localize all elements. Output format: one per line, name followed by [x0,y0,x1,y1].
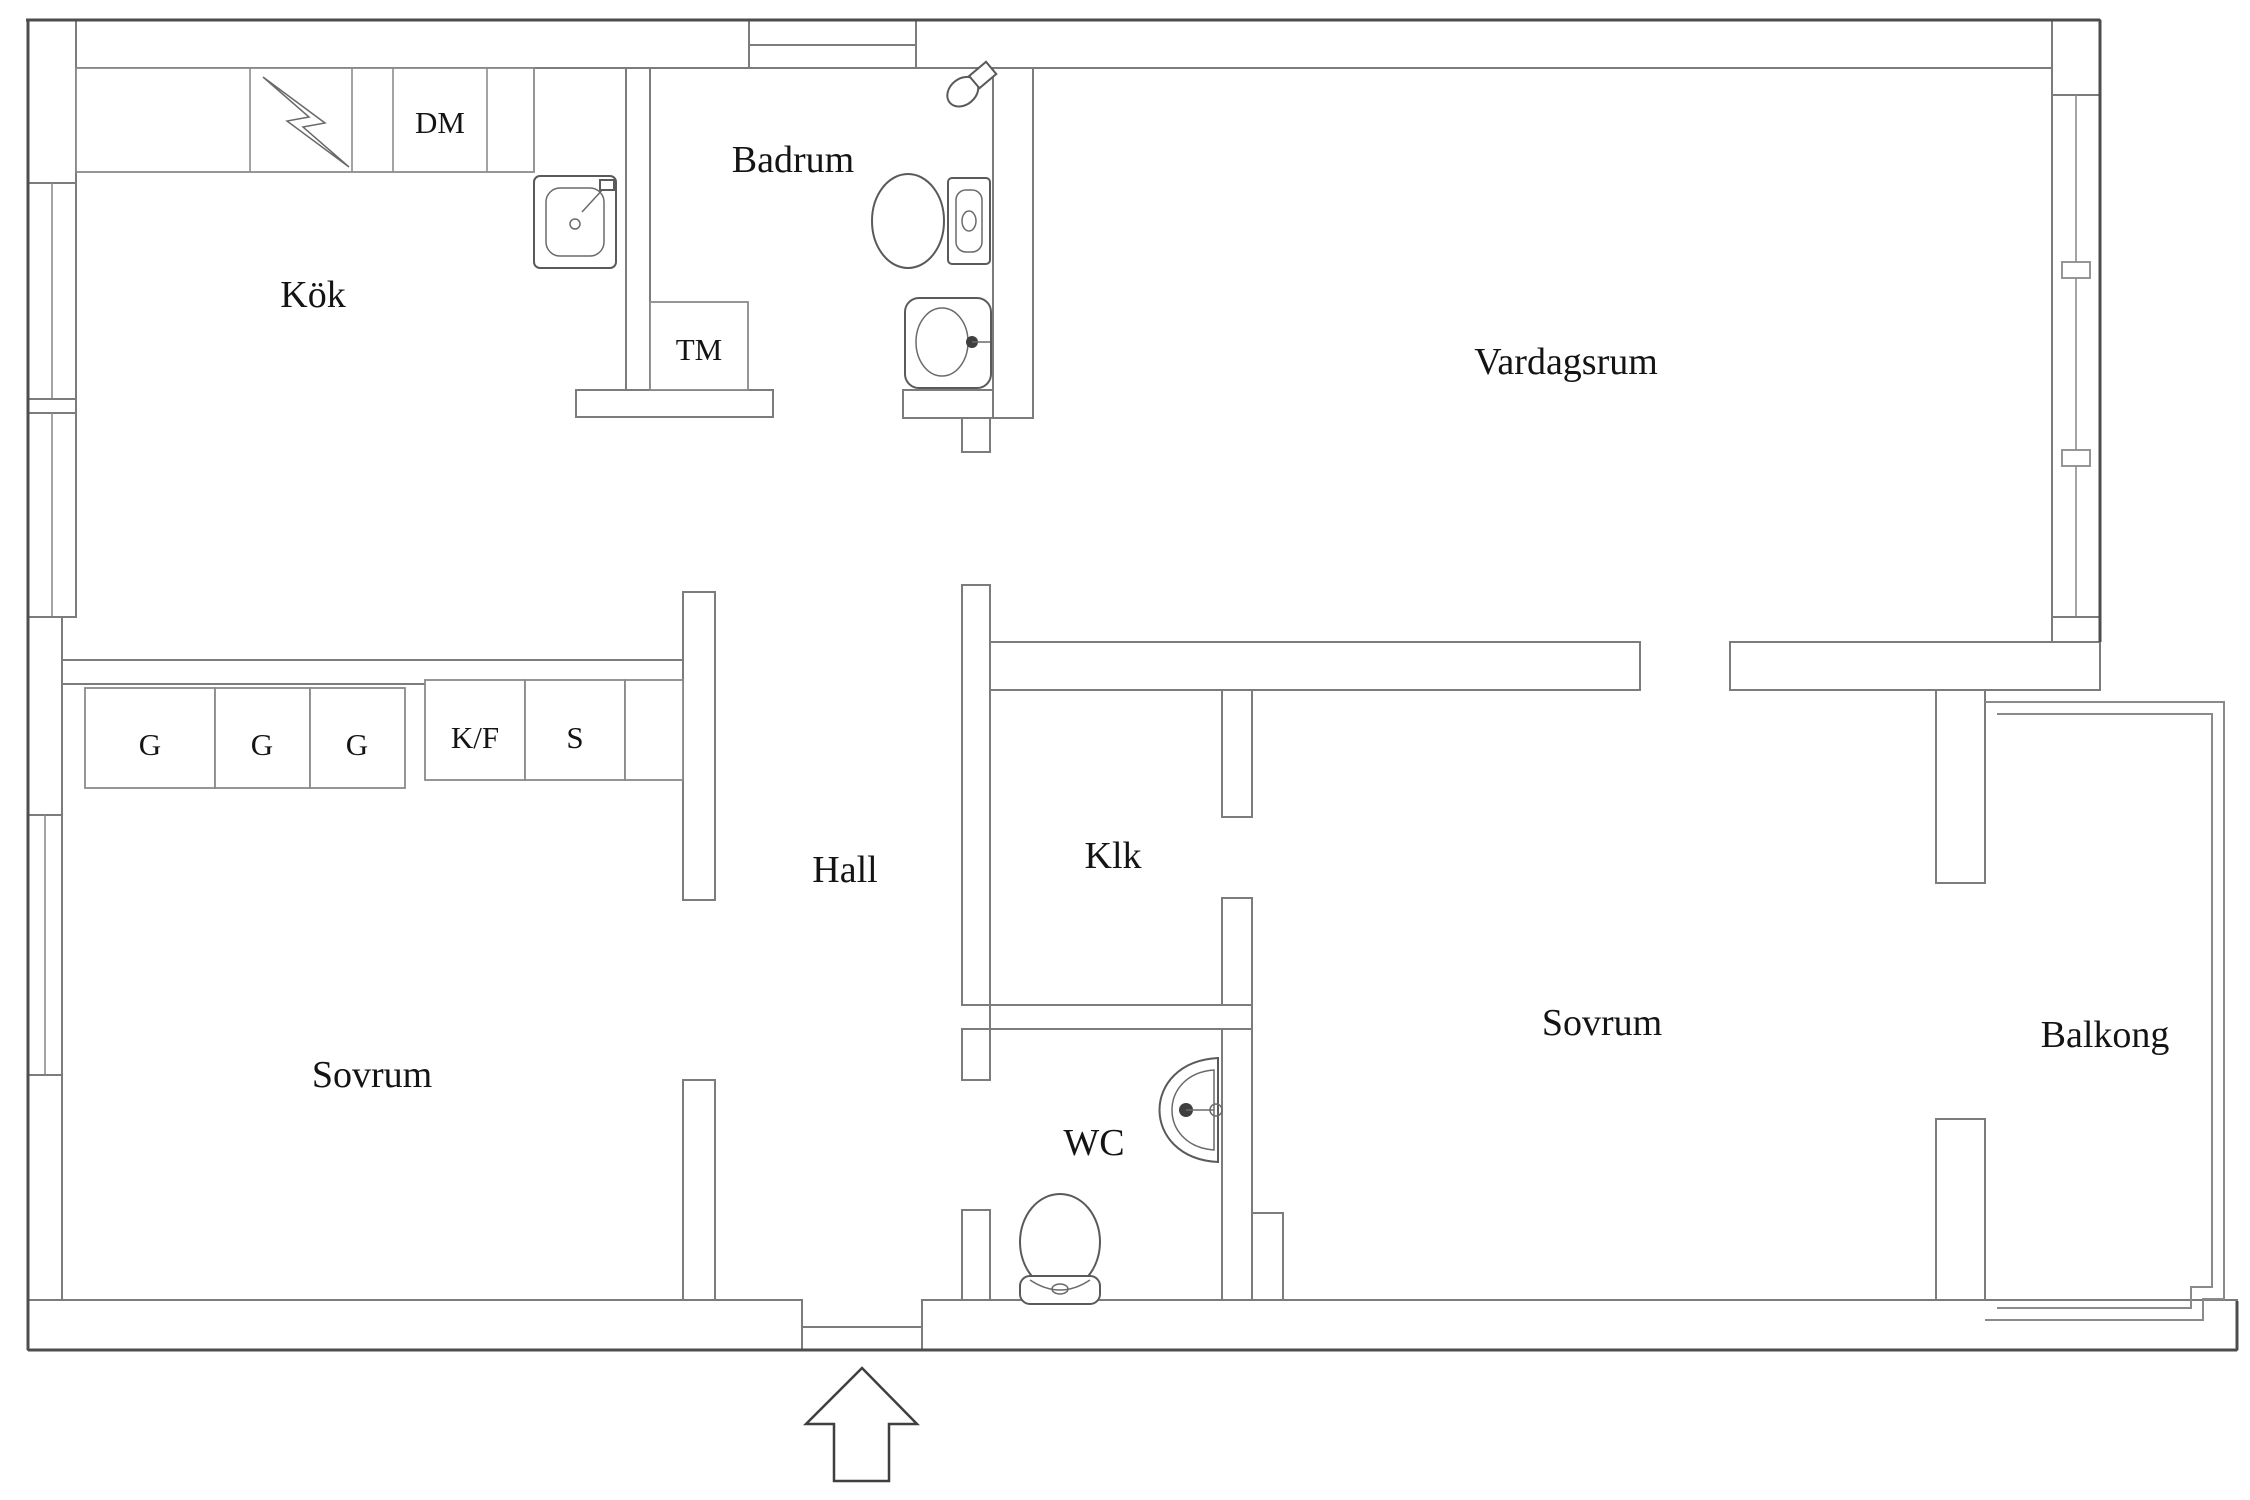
badrum-fixtures [871,60,998,389]
kitchen-sink-bowl [545,187,605,257]
wardrobe-g3 [309,687,406,789]
room-label-vardagsrum: Vardagsrum [1474,341,1658,383]
wall-badrum-right [992,67,1034,419]
wall-klk-right-lower [1221,897,1253,1006]
wall-livingroom-bottom-right [1729,641,2101,691]
wall-right-lower [2051,616,2101,643]
wall-hall-left-upper [682,591,716,901]
wardrobe-g1 [84,687,216,789]
wall-wc-right [1221,1028,1253,1301]
wall-klk-left [961,584,991,1006]
walls [27,19,2238,1351]
wall-livingroom-bottom-left [961,641,1641,691]
unit-label-g3: G [346,727,368,762]
entrance-arrow-icon [802,1366,920,1483]
kitchen-sink-icon [533,175,617,269]
toilet-seat-line [1029,1279,1091,1291]
entrance-threshold [801,1326,923,1351]
kitchen-sink-drain [569,218,581,230]
fridge-freezer [424,679,526,781]
room-label-hall: Hall [812,849,877,891]
wall-wc-left-lower [961,1209,991,1301]
wall-wc-step [1251,1212,1284,1301]
unit-label-g2: G [251,727,273,762]
toilet-cistern [947,177,991,265]
pantry [524,679,626,781]
room-label-wc: WC [1063,1122,1124,1164]
wall-hall-left-lower [682,1079,716,1301]
toilet-flush [1051,1283,1069,1295]
wall-left-mid [27,616,63,816]
balcony-rail-outer [1985,701,2225,1321]
washing-machine [649,301,749,391]
room-label-sovrum-right: Sovrum [1542,1002,1662,1044]
kitchen-counter [75,67,535,173]
outer-outline [26,18,2239,1352]
washbasin-icon [904,297,992,389]
toilet-icon [871,173,945,269]
wall-wc-left-upper [961,1028,991,1081]
labels: Kök Badrum Vardagsrum Hall Klk Sovrum So… [139,105,2170,1164]
wall-bedroom-right-lower [1935,1118,1986,1301]
wall-right-upper [2051,19,2101,96]
unit-label-g1: G [139,727,161,762]
window-handle-upper [2061,261,2091,279]
room-label-klk: Klk [1085,835,1142,877]
stove-icon [262,76,350,168]
shower-handle [967,60,998,90]
window-handle-lower [2061,449,2091,467]
wall-bottom-left [27,1299,803,1351]
room-label-sovrum-left: Sovrum [312,1054,432,1096]
wall-bedroom-right-upper [1935,689,1986,884]
room-label-kok: Kök [280,274,345,316]
unit-label-s: S [566,720,583,755]
wardrobe-row [84,679,684,789]
unit-label-tm: TM [676,332,723,367]
wall-badrum-bottom-right [902,389,994,419]
room-label-badrum: Badrum [732,139,854,181]
shower-icon [946,60,998,108]
wardrobe-g2 [214,687,311,789]
wall-left-lower [27,1074,63,1301]
wall-top [27,19,2101,69]
wall-klk-right-upper [1221,689,1253,818]
toilet-flush [961,210,977,232]
unit-label-dm: DM [415,105,465,140]
balcony-rail-inner [1997,713,2213,1309]
unit-label-kf: K/F [451,720,499,755]
wall-kitchen-right [625,67,651,391]
wall-badrum-jamb [961,417,991,453]
washbasin-tap-handle [1209,1103,1223,1117]
washbasin-bowl [1171,1069,1215,1151]
cabinet-end [624,679,684,781]
wall-badrum-bottom-left [575,389,774,418]
vent-shaft-upper [748,19,917,46]
balcony [1985,701,2225,1321]
room-label-balkong: Balkong [2041,1014,2170,1056]
kitchen-fittings [75,67,749,391]
wall-klk-bottom [989,1004,1253,1030]
wc-fixtures [1019,1056,1223,1305]
wall-left-upper [27,19,77,184]
toilet-cistern-inner [955,189,983,253]
kitchen-sink-tap [581,187,605,213]
vent-shaft-lower [748,44,917,69]
wall-left-mullion [27,398,77,414]
kitchen-sink-tap-base [599,179,615,191]
